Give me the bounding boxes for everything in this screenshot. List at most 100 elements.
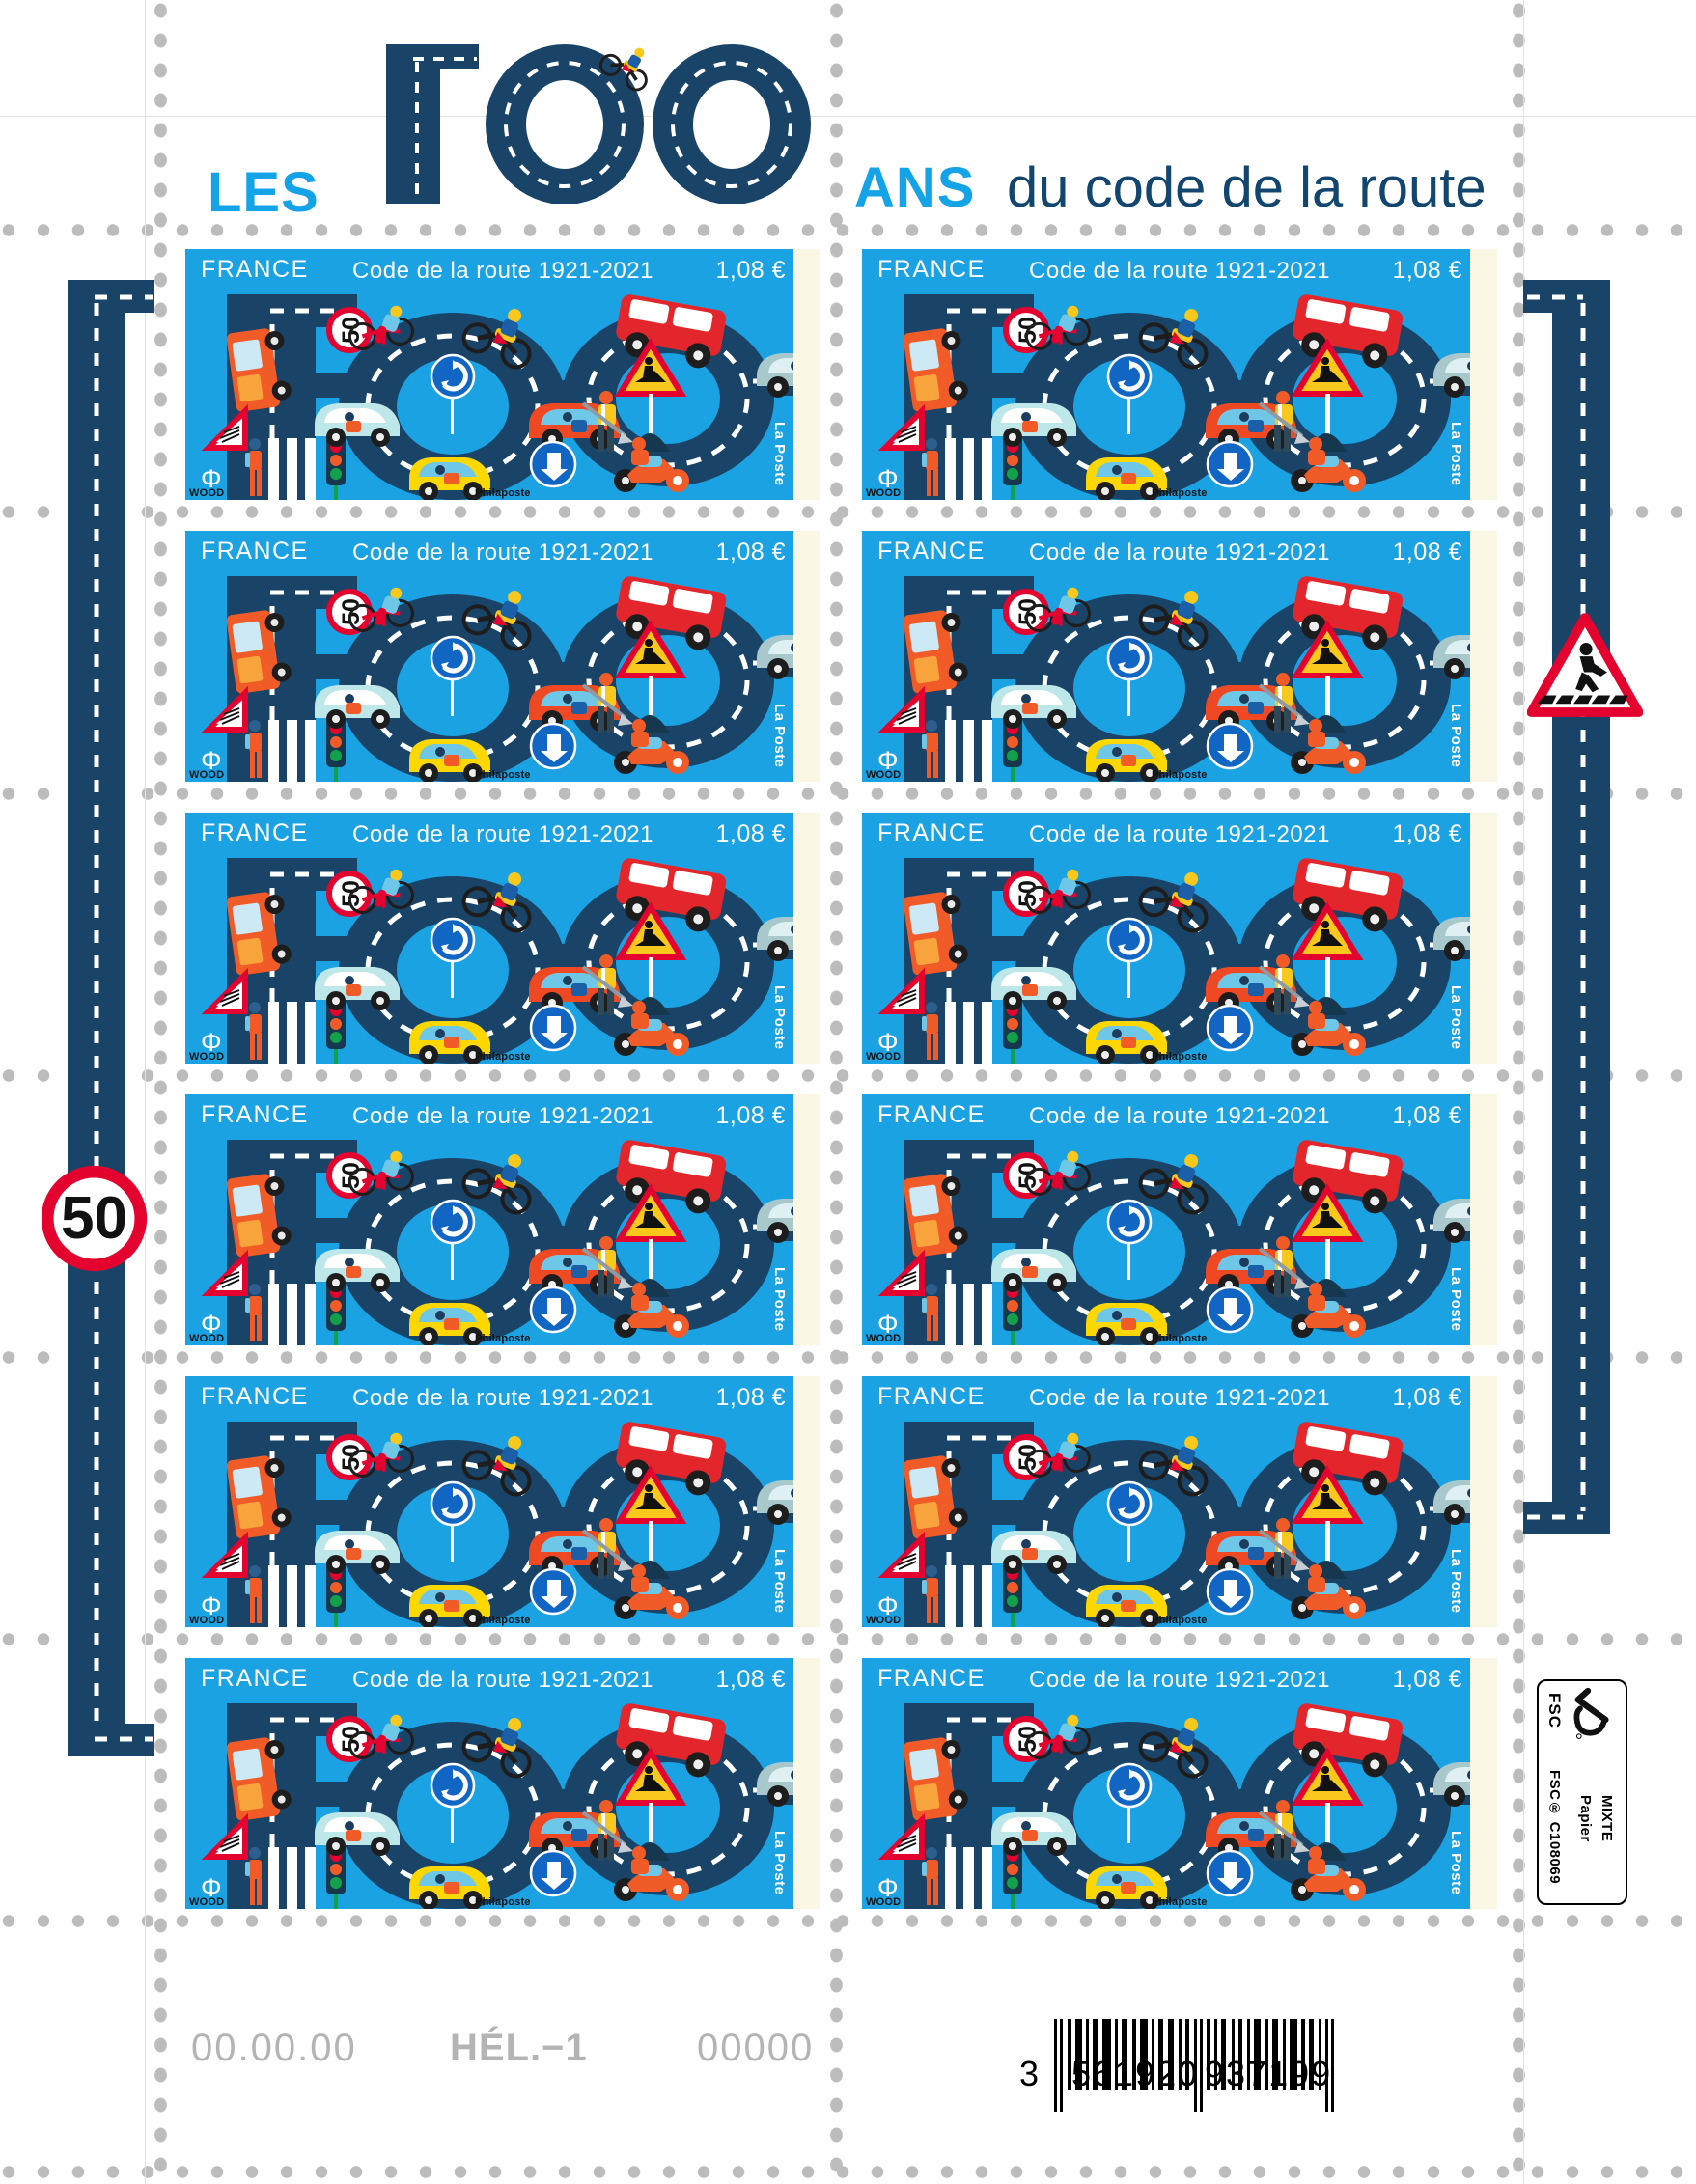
stamp-printer-credit: Philaposte <box>1152 769 1208 781</box>
stamp-printer-credit: Philaposte <box>475 769 531 781</box>
stamp[interactable]: FRANCE Code de la route 1921-2021 1,08 €… <box>185 1094 820 1345</box>
barcode-right-digits: 937199 <box>1205 2054 1333 2093</box>
stamp[interactable]: FRANCE Code de la route 1921-2021 1,08 €… <box>862 813 1497 1064</box>
stamp[interactable]: FRANCE Code de la route 1921-2021 1,08 €… <box>185 1376 820 1627</box>
stamp-title: Code de la route 1921-2021 <box>352 1103 653 1129</box>
stamp-price: 1,08 € <box>1392 539 1462 566</box>
perforation-line-horizontal <box>0 1915 1696 1927</box>
stamp[interactable]: FRANCE Code de la route 1921-2021 1,08 €… <box>185 1658 820 1909</box>
stamp-edge-strip <box>793 813 820 1064</box>
stamp-artwork <box>185 813 820 1064</box>
stamp-printer-credit: Philaposte <box>1152 487 1208 499</box>
stamp-title: Code de la route 1921-2021 <box>1029 539 1330 566</box>
stamp-designer-credit: WOOD <box>189 1051 225 1063</box>
fsc-certification-box: FSC MIXTE Papier FSC® C108069 <box>1537 1679 1627 1905</box>
perforation-line-vertical <box>830 0 843 2184</box>
stamp-price: 1,08 € <box>715 257 786 284</box>
stamp-title: Code de la route 1921-2021 <box>352 539 653 566</box>
header-ans: ANS <box>854 156 976 219</box>
stamp-la-poste: La Poste <box>771 704 788 768</box>
stamp-phi-symbol: Φ <box>877 746 899 775</box>
stamp-la-poste: La Poste <box>1448 1831 1464 1895</box>
stamp-designer-credit: WOOD <box>189 487 225 499</box>
stamp-designer-credit: WOOD <box>866 1333 902 1344</box>
sheet-header: LES ANS du code de la route <box>0 17 1696 224</box>
stamp-la-poste: La Poste <box>1448 985 1464 1050</box>
stamp-edge-strip <box>793 1658 820 1909</box>
stamp-edge-strip <box>1470 249 1497 500</box>
right-margin-road <box>1523 280 1620 1534</box>
stamp-price: 1,08 € <box>715 1666 786 1693</box>
stamp-artwork <box>862 531 1497 782</box>
stamp-price: 1,08 € <box>1392 820 1462 847</box>
stamp[interactable]: FRANCE Code de la route 1921-2021 1,08 €… <box>185 249 820 500</box>
stamp-edge-strip <box>793 531 820 782</box>
stamp-designer-credit: WOOD <box>189 1896 225 1908</box>
stamp-country: FRANCE <box>201 1383 309 1410</box>
stamp-country: FRANCE <box>201 1665 309 1692</box>
stamp-printer-credit: Philaposte <box>475 487 531 499</box>
stamp-price: 1,08 € <box>715 1102 786 1129</box>
barcode-left-digits: 561920 <box>1071 2054 1200 2093</box>
stamp-designer-credit: WOOD <box>189 769 225 781</box>
stamp-artwork <box>862 1094 1497 1345</box>
perforation-line-vertical <box>154 0 167 2184</box>
stamp-printer-credit: Philaposte <box>475 1896 531 1908</box>
stamp-price: 1,08 € <box>1392 1384 1462 1411</box>
stamp-la-poste: La Poste <box>1448 422 1464 486</box>
stamp-edge-strip <box>1470 1376 1497 1627</box>
stamp-country: FRANCE <box>877 1665 986 1692</box>
stamp-designer-credit: WOOD <box>866 1615 902 1626</box>
stamp-country: FRANCE <box>201 538 309 565</box>
stamp-printer-credit: Philaposte <box>475 1051 531 1063</box>
stamp-country: FRANCE <box>201 819 309 846</box>
stamp-designer-credit: WOOD <box>189 1615 225 1626</box>
stamp-title: Code de la route 1921-2021 <box>352 1385 653 1411</box>
header-les: LES <box>208 161 320 224</box>
stamp-country: FRANCE <box>877 256 986 283</box>
stamp-price: 1,08 € <box>1392 257 1462 284</box>
stamp-printer-credit: Philaposte <box>1152 1615 1208 1626</box>
stamp-phi-symbol: Φ <box>201 746 222 775</box>
stamp-artwork <box>185 531 820 782</box>
stamp-edge-strip <box>1470 1658 1497 1909</box>
stamp[interactable]: FRANCE Code de la route 1921-2021 1,08 €… <box>862 249 1497 500</box>
stamp-printer-credit: Philaposte <box>1152 1051 1208 1063</box>
stamp[interactable]: FRANCE Code de la route 1921-2021 1,08 €… <box>862 531 1497 782</box>
stamp-title: Code de la route 1921-2021 <box>352 258 653 284</box>
stamp-phi-symbol: Φ <box>201 1591 222 1620</box>
stamp-la-poste: La Poste <box>771 1267 788 1332</box>
left-margin-road <box>58 280 154 1756</box>
stamp-title: Code de la route 1921-2021 <box>1029 1667 1330 1693</box>
stamp-artwork <box>862 813 1497 1064</box>
stamp-country: FRANCE <box>877 819 986 846</box>
fsc-tree-checkmark-icon <box>1566 1685 1610 1741</box>
stamp-la-poste: La Poste <box>771 1549 788 1614</box>
stamp-edge-strip <box>1470 813 1497 1064</box>
stamp[interactable]: FRANCE Code de la route 1921-2021 1,08 €… <box>185 813 820 1064</box>
sheet-guide-line <box>145 0 146 2184</box>
right-margin-pedestrian-crossing-sign <box>1527 613 1643 719</box>
stamp-la-poste: La Poste <box>1448 1267 1464 1332</box>
fsc-brand: FSC <box>1545 1693 1564 1728</box>
stamp-artwork <box>185 249 820 500</box>
stamp[interactable]: FRANCE Code de la route 1921-2021 1,08 €… <box>862 1376 1497 1627</box>
stamp-price: 1,08 € <box>715 539 786 566</box>
stamp-price: 1,08 € <box>715 820 786 847</box>
stamp[interactable]: FRANCE Code de la route 1921-2021 1,08 €… <box>862 1094 1497 1345</box>
stamp-printer-credit: Philaposte <box>475 1333 531 1344</box>
stamp-printer-credit: Philaposte <box>475 1615 531 1626</box>
stamp-phi-symbol: Φ <box>201 1028 222 1057</box>
stamp-artwork <box>185 1094 820 1345</box>
stamp[interactable]: FRANCE Code de la route 1921-2021 1,08 €… <box>185 531 820 782</box>
stamp-designer-credit: WOOD <box>189 1333 225 1344</box>
stamp-country: FRANCE <box>201 1101 309 1128</box>
stamp[interactable]: FRANCE Code de la route 1921-2021 1,08 €… <box>862 1658 1497 1909</box>
stamp-designer-credit: WOOD <box>866 1051 902 1063</box>
header-100-road-numeral <box>357 44 820 204</box>
sheet-date-code: 00.00.00 <box>191 2027 357 2069</box>
stamp-artwork <box>862 1376 1497 1627</box>
stamp-country: FRANCE <box>877 538 986 565</box>
stamp-price: 1,08 € <box>1392 1666 1462 1693</box>
perforation-line-horizontal <box>0 1351 1696 1364</box>
